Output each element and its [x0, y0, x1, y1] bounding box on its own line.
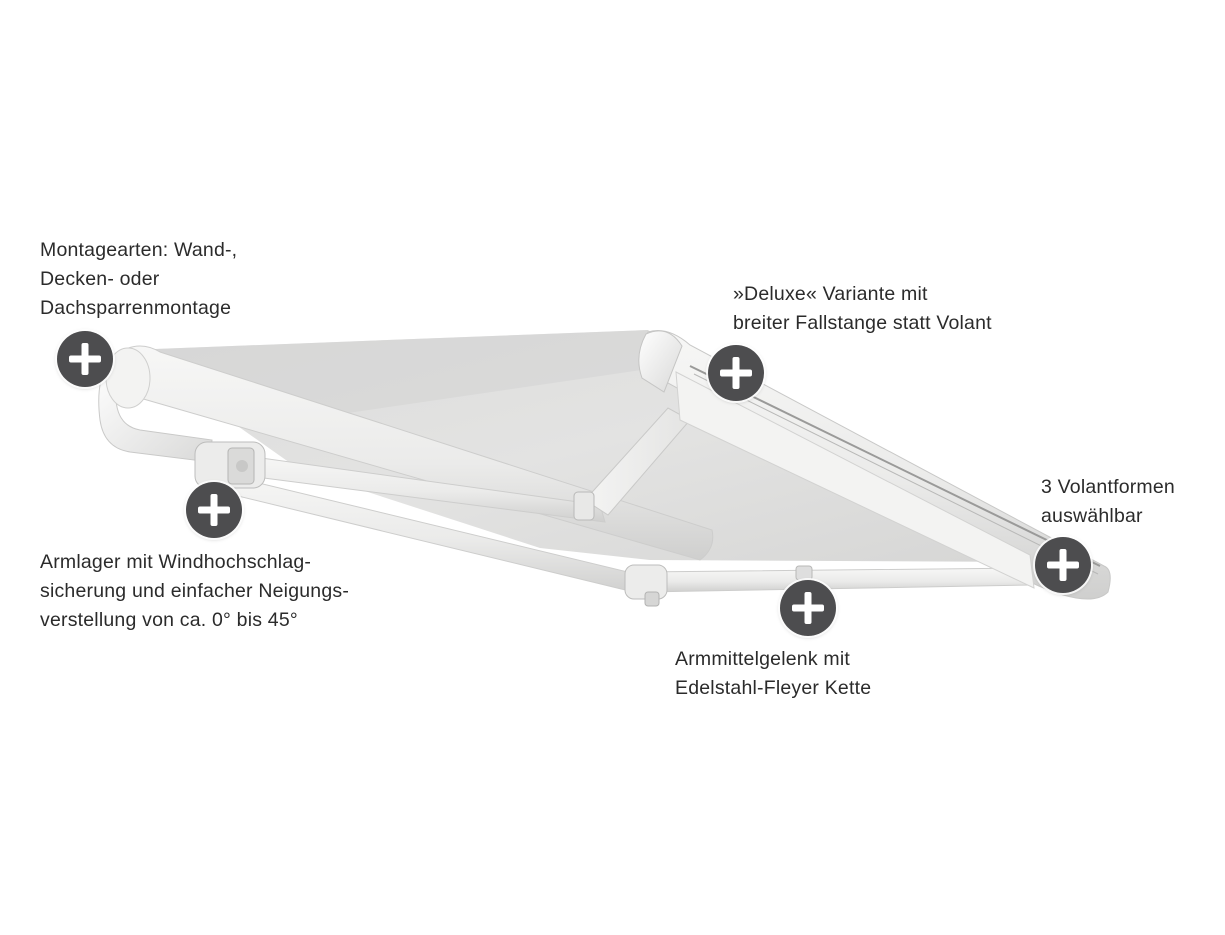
caption-line: Decken- oder	[40, 268, 160, 290]
caption-line: Armlager mit Windhochschlag-	[40, 551, 312, 573]
caption-arm-middle-joint: Armmittelgelenk mit Edelstahl-Fleyer Ket…	[675, 645, 871, 703]
caption-line: sicherung und einfacher Neigungs-	[40, 580, 350, 602]
caption-line: Armmittelgelenk mit	[675, 648, 851, 670]
center-clip	[573, 491, 595, 521]
caption-line: 3 Volantformen	[1041, 476, 1175, 498]
arm-right	[639, 567, 1033, 593]
caption-line: auswählbar	[1041, 505, 1143, 527]
arm-bearing	[194, 441, 266, 489]
caption-line: Edelstahl-Fleyer Kette	[675, 677, 872, 699]
caption-arm-bearing: Armlager mit Windhochschlag- sicherung u…	[40, 548, 349, 635]
caption-line: Montagearten: Wand-,	[40, 239, 238, 261]
plus-icon	[1035, 537, 1091, 593]
caption-mounting-types: Montagearten: Wand-, Decken- oder Dachsp…	[40, 236, 237, 323]
plus-icon	[57, 331, 113, 387]
hotspot-mounting-button[interactable]	[57, 331, 113, 387]
caption-valance-shapes: 3 Volantformen auswählbar	[1041, 473, 1175, 531]
hotspot-arm-bearing-button[interactable]	[186, 482, 242, 538]
hotspot-deluxe-button[interactable]	[708, 345, 764, 401]
hotspot-valance-button[interactable]	[1035, 537, 1091, 593]
front-profile-groove-2	[693, 373, 1099, 575]
front-end-cap	[638, 330, 683, 393]
plus-icon	[186, 482, 242, 538]
caption-deluxe-variant: »Deluxe« Variante mit breiter Fallstange…	[733, 280, 992, 338]
plus-icon	[780, 580, 836, 636]
plus-icon	[708, 345, 764, 401]
arm-middle-joint	[624, 564, 813, 607]
caption-line: verstellung von ca. 0° bis 45°	[40, 609, 298, 631]
caption-line: Dachsparrenmontage	[40, 297, 232, 319]
caption-line: »Deluxe« Variante mit	[733, 283, 928, 305]
caption-line: breiter Fallstange statt Volant	[733, 312, 992, 334]
hotspot-arm-joint-button[interactable]	[780, 580, 836, 636]
front-profile-face	[675, 371, 1035, 589]
